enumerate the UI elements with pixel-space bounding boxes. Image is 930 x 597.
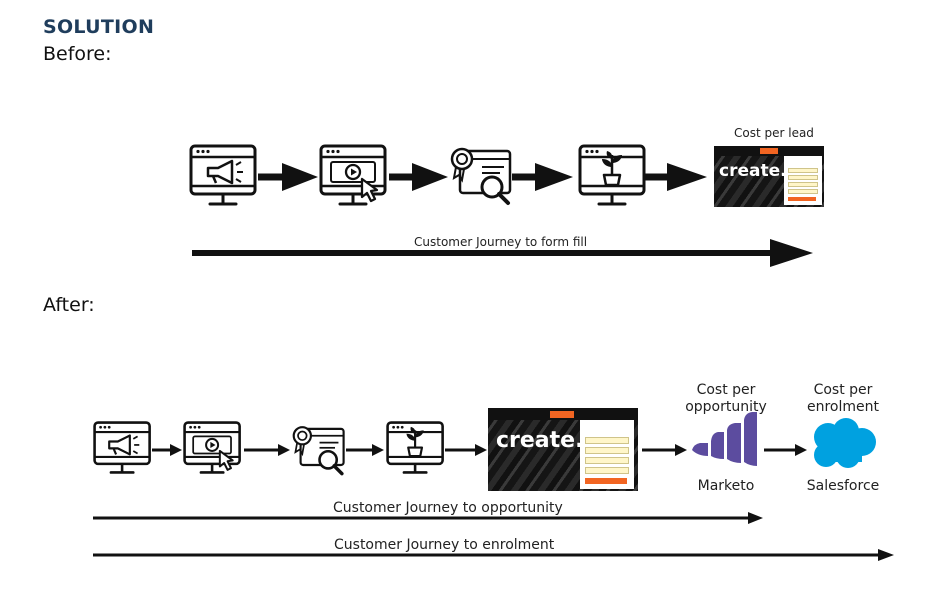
- salesforce-logo: [814, 418, 876, 468]
- salesforce-label: Salesforce: [806, 478, 880, 494]
- opportunity-journey-label: Customer Journey to opportunity: [333, 500, 563, 516]
- form-fill-journey-label: Customer Journey to form fill: [414, 235, 588, 249]
- megaphone-icon: [95, 423, 150, 473]
- megaphone-icon: [191, 146, 255, 204]
- after-step-arrows: [152, 444, 807, 456]
- marketo-label: Marketo: [697, 478, 755, 494]
- plant-growth-icon: [388, 423, 443, 473]
- cost-per-opportunity-label: Cost per opportunity: [685, 382, 767, 415]
- landing-page-screenshot: create.: [714, 146, 824, 207]
- page-title: SOLUTION: [43, 16, 155, 38]
- before-label: Before:: [43, 43, 112, 65]
- marketo-logo: [692, 412, 757, 466]
- enrolment-journey-arrow: [93, 549, 894, 561]
- award-search-icon: [450, 147, 512, 205]
- cost-per-lead-label: Cost per lead: [734, 126, 814, 140]
- video-play-icon: [185, 423, 240, 473]
- video-play-icon: [321, 146, 385, 204]
- after-label: After:: [43, 294, 95, 316]
- enrolment-journey-label: Customer Journey to enrolment: [334, 537, 555, 553]
- opportunity-journey-arrow: [93, 512, 763, 524]
- award-search-icon: [292, 425, 346, 476]
- cost-per-enrolment-label: Cost per enrolment: [806, 382, 879, 415]
- landing-page-screenshot: create.: [488, 408, 638, 491]
- before-journey-arrow: [192, 239, 813, 267]
- plant-growth-icon: [580, 146, 644, 204]
- before-step-arrows: [258, 163, 707, 191]
